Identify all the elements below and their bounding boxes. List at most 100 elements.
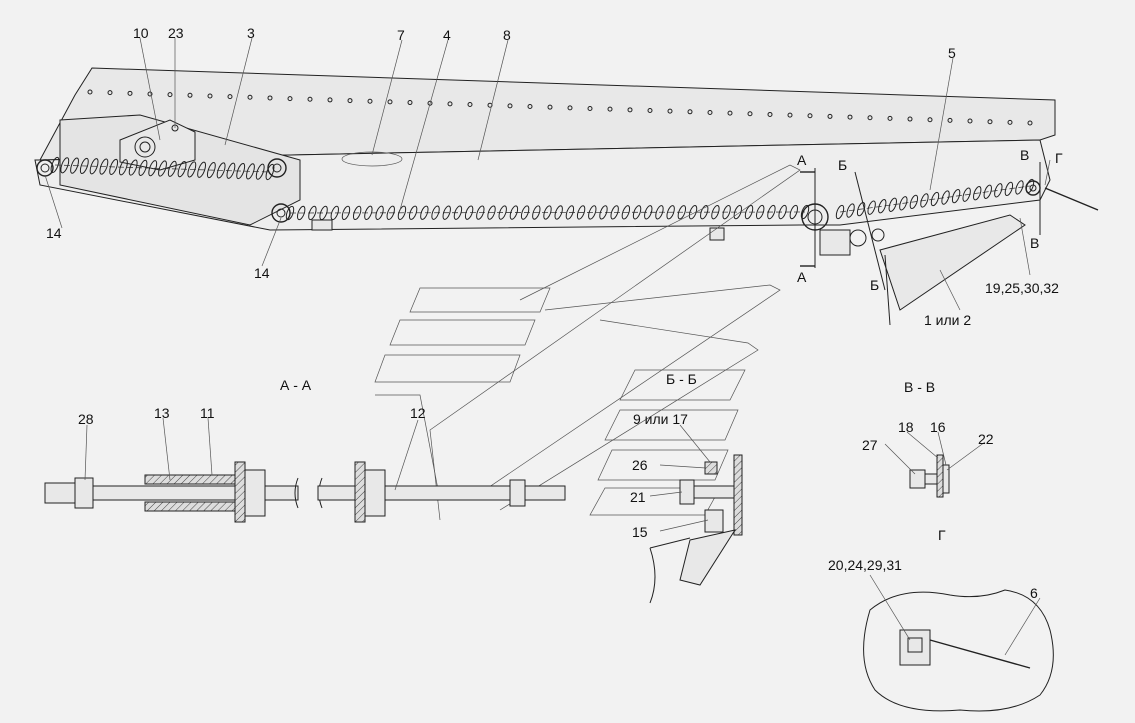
callout-6: 6 — [1030, 585, 1038, 601]
rivet — [907, 116, 913, 122]
auger-flight — [431, 205, 440, 220]
auger-flight — [576, 205, 586, 220]
auger-flight — [206, 162, 216, 179]
auger-flight — [867, 200, 876, 215]
auger-flight — [688, 205, 698, 220]
title-section-a-a: А - А — [280, 377, 312, 393]
break-line-left — [294, 477, 299, 509]
auger-flight — [265, 163, 275, 181]
rivet — [187, 92, 193, 98]
auger-flight — [543, 205, 552, 220]
auger-flight — [296, 205, 306, 221]
rivet — [127, 90, 133, 96]
rivet — [687, 109, 693, 115]
callout-21: 21 — [630, 489, 646, 505]
nut-28 — [74, 477, 94, 509]
discharge-auger — [835, 178, 1035, 220]
section-b-line — [854, 171, 886, 291]
rivet — [707, 109, 713, 115]
bolt-shank-27 — [924, 473, 938, 485]
auger-flight — [994, 183, 1003, 198]
rivet — [967, 118, 973, 124]
rivet — [827, 113, 833, 119]
auger-flight — [951, 188, 961, 204]
auger-flight — [109, 158, 119, 175]
auger-flight — [118, 159, 128, 176]
auger-flight — [789, 204, 799, 220]
auger-flight — [930, 191, 940, 207]
rivet — [667, 108, 673, 114]
auger-flight — [756, 204, 765, 220]
shaft-tube-mid — [317, 485, 359, 501]
rivet — [947, 117, 953, 123]
rivet — [987, 119, 993, 125]
bearing-lower-mid — [271, 203, 291, 223]
auger-flight — [420, 205, 429, 220]
callout-20-24-29-31: 20,24,29,31 — [828, 557, 902, 573]
gear-small — [871, 228, 885, 242]
auger-flight — [375, 205, 384, 220]
auger-flight — [565, 205, 575, 220]
bolt-head-27 — [909, 469, 926, 489]
auger-flight — [226, 162, 236, 179]
rivet — [287, 96, 293, 102]
leader-lines — [44, 37, 1051, 311]
bearing-upper-mid-shaft — [272, 163, 282, 173]
bushing-top — [144, 474, 236, 485]
auger-flight — [408, 205, 418, 220]
rivet — [327, 97, 333, 103]
auger-flight — [655, 205, 664, 220]
auger-flight — [856, 201, 866, 217]
auger-flight — [60, 157, 70, 174]
auger-flight — [722, 204, 731, 220]
inclined-auger — [50, 156, 275, 181]
section-b-b — [649, 454, 743, 604]
auger-flight — [909, 194, 919, 210]
callout-14-left: 14 — [46, 225, 62, 241]
rivet — [567, 105, 573, 111]
auger-flight — [599, 205, 608, 220]
callout-15: 15 — [632, 524, 648, 540]
auger-flight — [778, 204, 787, 220]
rivet — [367, 98, 373, 104]
callout-11: 11 — [200, 405, 215, 421]
auger-flight — [973, 186, 982, 201]
rivet — [267, 95, 273, 101]
auger-flight — [128, 159, 138, 176]
bearing-cap-right — [364, 469, 386, 517]
callout-16: 16 — [930, 419, 946, 435]
auger-flight — [700, 205, 709, 220]
rivet — [507, 103, 513, 109]
callout-4: 4 — [443, 27, 451, 43]
auger-flight — [341, 205, 351, 221]
rivet — [927, 117, 933, 123]
rod-6 — [929, 639, 1031, 669]
section-v-v — [909, 454, 950, 498]
bracket — [709, 227, 725, 241]
auger-flight — [509, 205, 519, 220]
title-section-v-v: В - В — [904, 379, 935, 395]
callout-27: 27 — [862, 437, 878, 453]
shaft-end — [44, 482, 76, 504]
auger-flight — [197, 161, 207, 178]
auger-flight — [89, 158, 99, 175]
section-leaders — [84, 417, 986, 532]
flange-left — [234, 461, 246, 523]
washer-26 — [704, 461, 718, 475]
plate-18 — [936, 454, 944, 498]
auger-flight — [711, 205, 720, 220]
auger-flight — [520, 205, 530, 220]
auger-flight — [899, 196, 908, 211]
mount-bolt — [907, 637, 923, 653]
title-view-g: Г — [938, 527, 946, 543]
rivet — [867, 115, 873, 121]
auger-flight — [330, 205, 339, 221]
auger-flight — [158, 160, 167, 177]
shaft-nut-right — [509, 479, 526, 507]
mark-a-bottom: А — [797, 269, 807, 285]
auger-flight — [983, 184, 992, 199]
shaft-tube-left — [92, 485, 299, 501]
mark-b-bottom: Б — [870, 277, 879, 293]
auger-flight — [835, 204, 845, 220]
auger-flight — [70, 157, 79, 174]
